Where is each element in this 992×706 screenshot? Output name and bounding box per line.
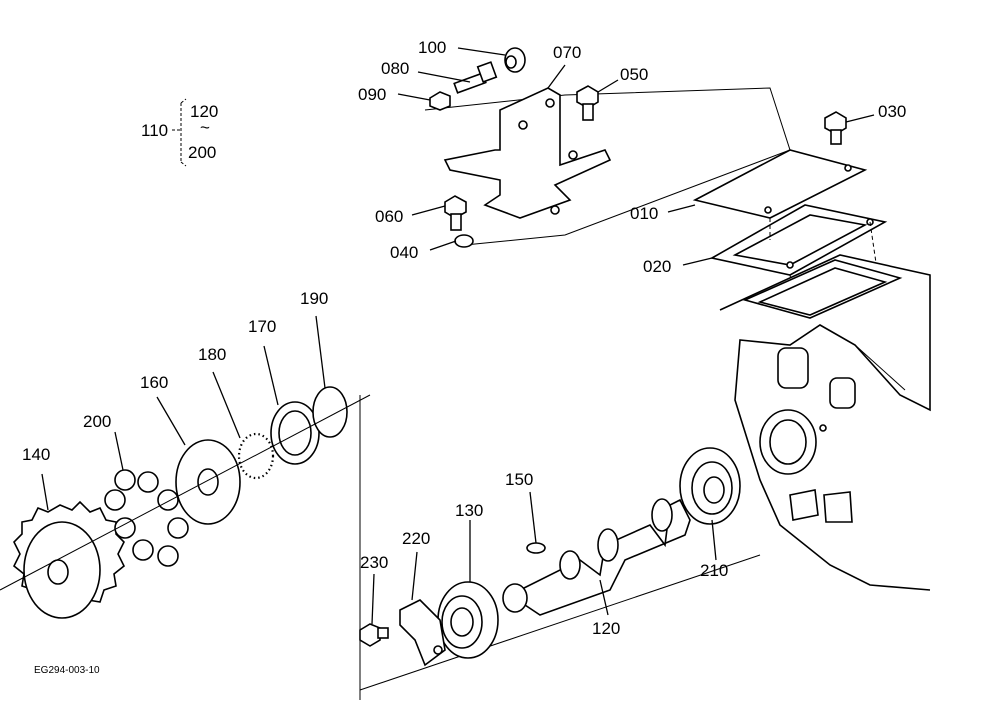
bearing-210 [679,447,741,525]
callout-040: 040 [390,243,418,262]
range-tilde-glyph: ~ [200,118,210,137]
shaft-assembly [359,395,761,700]
bolt-060 [444,195,467,231]
cover-plate-010 [692,149,868,219]
bolt-030 [824,111,847,145]
gasket-020 [709,204,888,276]
engine-housing [719,254,931,591]
group-bracket: 110 120 ~ 200 [141,98,218,167]
callout-080: 080 [381,59,409,78]
callout-160: 160 [140,373,168,392]
bracket-070 [443,87,612,219]
callout-030: 030 [878,102,906,121]
callout-130: 130 [455,501,483,520]
bolt-050 [576,85,599,121]
callout-180: 180 [198,345,226,364]
callout-060: 060 [375,207,403,226]
callout-210: 210 [700,561,728,580]
leader-lines [41,47,875,625]
callout-170: 170 [248,317,276,336]
callout-050: 050 [620,65,648,84]
callout-200: 200 [83,412,111,431]
bolt-230 [359,623,389,647]
callout-120-group: 120 [190,102,218,121]
callout-020: 020 [643,257,671,276]
snap-ring-190 [312,386,348,438]
seal-170 [270,401,320,465]
callout-150: 150 [505,470,533,489]
bracket-assembly [424,47,888,326]
callout-110: 110 [141,121,168,140]
callout-190: 190 [300,289,328,308]
drawing-code: EG294-003-10 [34,665,100,676]
callout-120: 120 [592,619,620,638]
callout-010: 010 [630,204,658,223]
collar-100 [504,47,526,73]
washer-040 [454,234,474,248]
callout-220: 220 [402,529,430,548]
nut-090 [429,91,451,111]
thrust-washer-160 [175,439,241,525]
callout-200-group: 200 [188,143,216,162]
bolt-080 [453,61,498,94]
callout-labels: 100 080 090 070 050 030 010 020 060 040 … [22,38,906,638]
gear-assembly [0,386,371,619]
callout-090: 090 [358,85,386,104]
gear-140 [12,500,126,619]
shaft-120 [502,498,691,616]
callout-140: 140 [22,445,50,464]
bearing-130 [437,581,499,659]
callout-230: 230 [360,553,388,572]
key-150 [526,542,546,554]
balls-200 [104,469,189,567]
callout-100: 100 [418,38,446,57]
ball-ring-180 [237,432,275,480]
callout-070: 070 [553,43,581,62]
